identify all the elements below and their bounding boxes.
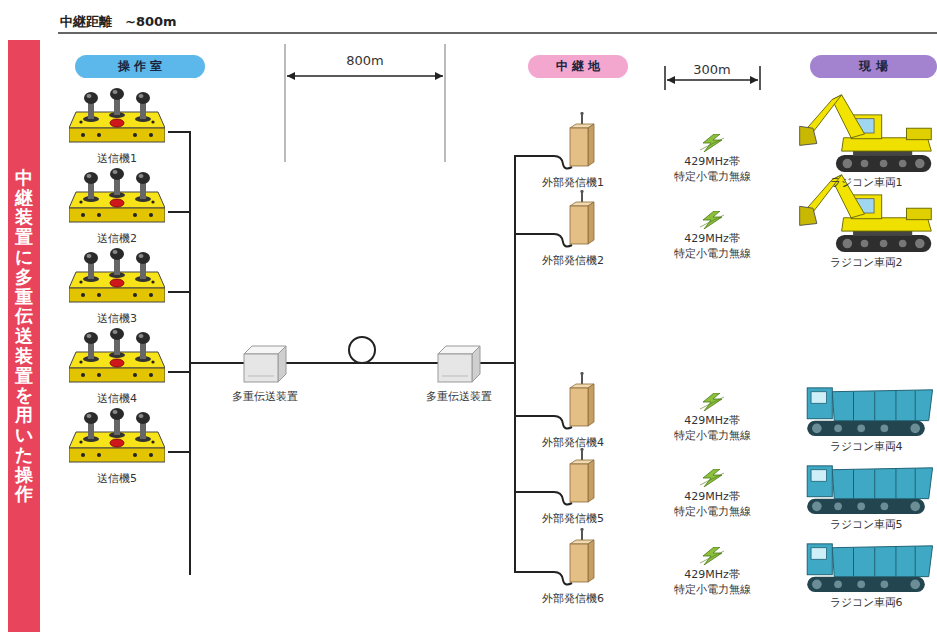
- section-tab: 現 場: [810, 55, 937, 78]
- node-label: 送信機1: [97, 152, 137, 166]
- external-transmitter: 外部発信機2: [530, 190, 616, 268]
- node-label: 外部発信機1: [542, 176, 604, 190]
- multiplex-unit: 多重伝送装置: [420, 338, 498, 404]
- rc-vehicle: ラジコン車両5: [795, 462, 937, 532]
- node-label: 操 作 室: [118, 58, 162, 75]
- node-label: 現 場: [859, 58, 887, 75]
- transmitter: 送信機4: [66, 326, 168, 406]
- section-tab: 操 作 室: [75, 55, 205, 78]
- rc-vehicle: ラジコン車両6: [795, 540, 937, 610]
- radio-label: 429MHz帯 特定小電力無線: [667, 413, 757, 443]
- radio-label: 429MHz帯 特定小電力無線: [667, 154, 757, 184]
- node-label: ラジコン車両6: [830, 596, 903, 610]
- transmitter: 送信機2: [66, 166, 168, 246]
- node-label: 送信機2: [97, 232, 137, 246]
- external-transmitter: 外部発信機1: [530, 112, 616, 190]
- external-transmitter: 外部発信機5: [530, 448, 616, 526]
- multiplex-unit: 多重伝送装置: [226, 338, 304, 404]
- radio-label: 429MHz帯 特定小電力無線: [667, 489, 757, 519]
- wire: [498, 156, 530, 363]
- node-label: ラジコン車両1: [830, 176, 903, 190]
- node-label: 外部発信機2: [542, 254, 604, 268]
- node-label: ラジコン車両4: [830, 440, 903, 454]
- wire: [168, 132, 226, 363]
- wire: [304, 362, 420, 364]
- radio-label: 429MHz帯 特定小電力無線: [667, 231, 757, 261]
- node-label: 送信機3: [97, 312, 137, 326]
- dimension-label: 300m: [684, 61, 740, 78]
- transmitter: 送信機3: [66, 246, 168, 326]
- node-label: 多重伝送装置: [232, 390, 298, 404]
- vertical-band: 中継装置に多重伝送装置を用いた操作: [8, 40, 40, 632]
- dimension-label: 800m: [333, 52, 397, 69]
- rc-vehicle: ラジコン車両1: [795, 92, 937, 190]
- wire: [498, 363, 530, 572]
- radio-label: 429MHz帯 特定小電力無線: [667, 567, 757, 597]
- section-tab: 中 継 地: [528, 55, 628, 78]
- wire: [168, 363, 226, 372]
- node-label: 送信機5: [97, 472, 137, 486]
- external-transmitter: 外部発信機4: [530, 372, 616, 450]
- diagram-title: 中継距離 ~800m: [60, 13, 177, 31]
- transmitter: 送信機1: [66, 86, 168, 166]
- node-label: 外部発信機5: [542, 512, 604, 526]
- wire: [168, 212, 226, 363]
- node-label: 中継装置に多重伝送装置を用いた操作: [15, 168, 33, 505]
- node-label: 外部発信機6: [542, 592, 604, 606]
- rc-vehicle: ラジコン車両4: [795, 384, 937, 454]
- node-label: 外部発信機4: [542, 436, 604, 450]
- node-label: 送信機4: [97, 392, 137, 406]
- external-transmitter: 外部発信機6: [530, 528, 616, 606]
- transmitter: 送信機5: [66, 406, 168, 486]
- node-label: 中 継 地: [556, 58, 600, 75]
- node-label: 多重伝送装置: [426, 390, 492, 404]
- wire: [168, 363, 226, 452]
- node-label: ラジコン車両2: [830, 256, 903, 270]
- wire: [168, 292, 226, 363]
- wire: [498, 234, 530, 363]
- rc-vehicle: ラジコン車両2: [795, 172, 937, 270]
- node-label: ラジコン車両5: [830, 518, 903, 532]
